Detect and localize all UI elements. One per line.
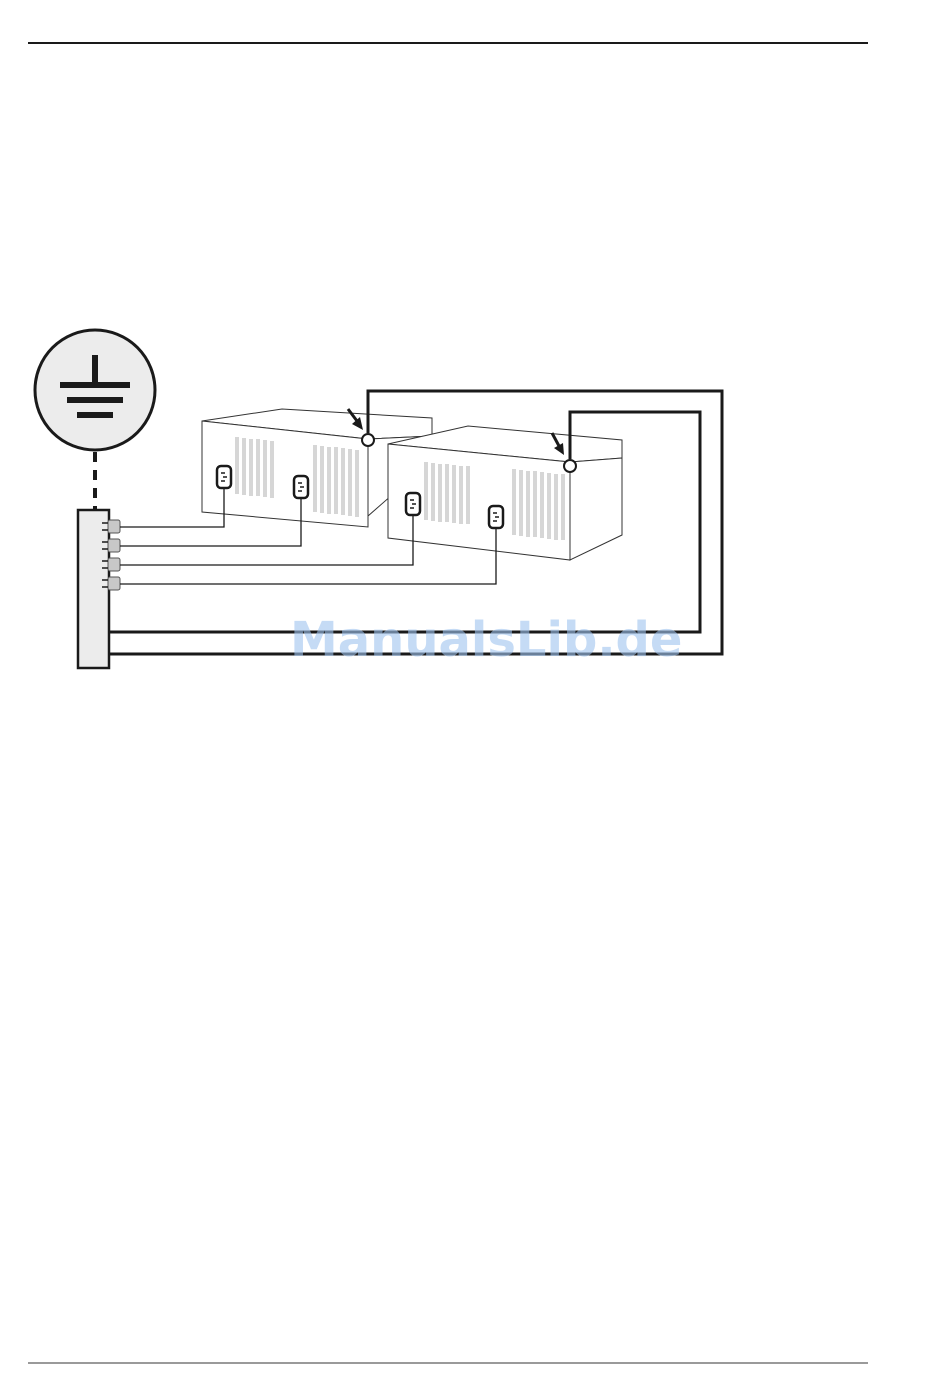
footer-rule xyxy=(28,1362,868,1364)
power-socket-icon xyxy=(489,506,503,528)
busbar-terminal xyxy=(108,539,120,552)
watermark: ManualsLib.de xyxy=(290,612,682,668)
device-2 xyxy=(388,426,622,560)
power-socket-icon xyxy=(294,476,308,498)
ground-screw-device-1 xyxy=(362,434,374,446)
ground-busbar xyxy=(78,510,109,668)
earth-ground-icon xyxy=(35,330,155,450)
busbar-terminal xyxy=(108,558,120,571)
busbar-terminal xyxy=(108,577,120,590)
power-socket-icon xyxy=(406,493,420,515)
power-socket-icon xyxy=(217,466,231,488)
busbar-terminal xyxy=(108,520,120,533)
ground-screw-device-2 xyxy=(564,460,576,472)
